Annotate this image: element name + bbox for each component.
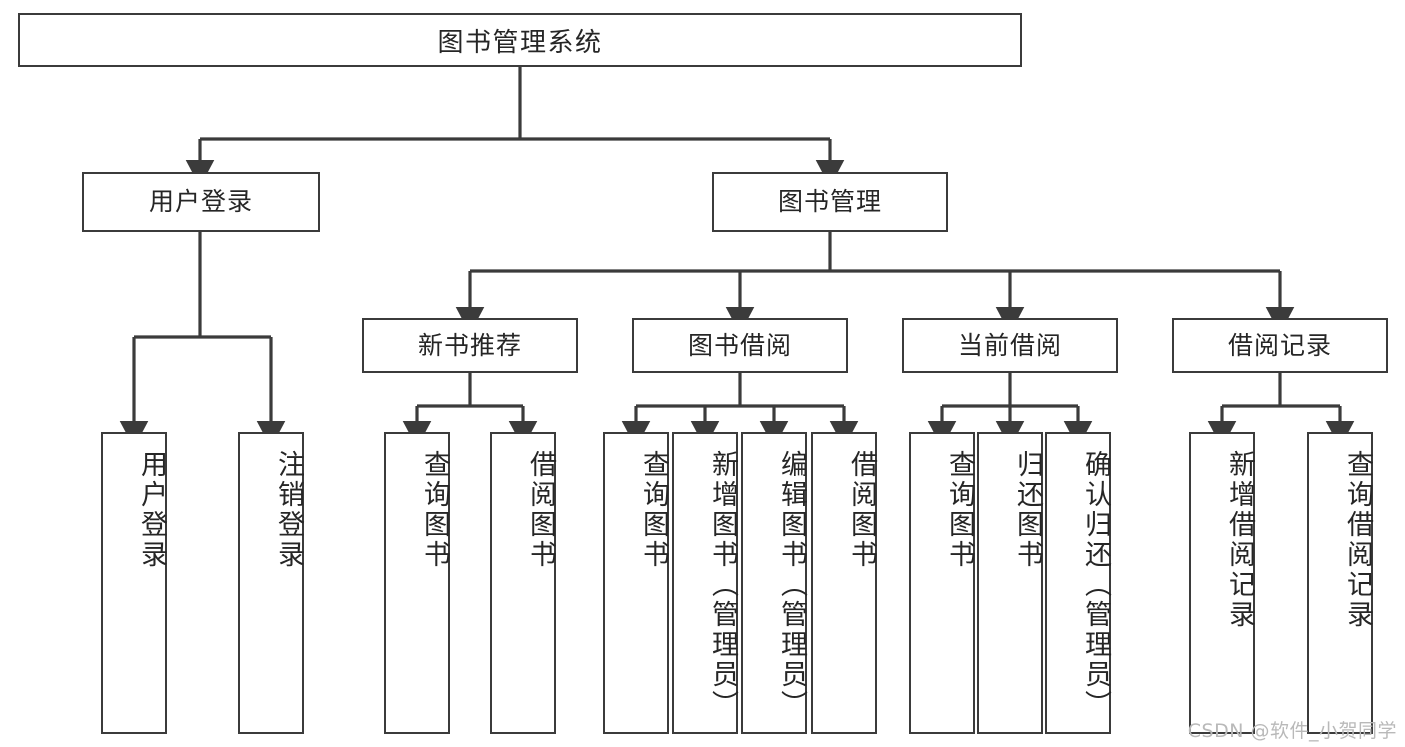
leaf-current-borrow-confirm-return-admin[interactable]: 确认归还（管理员） xyxy=(1045,432,1111,734)
node-user-login[interactable]: 用户登录 xyxy=(82,172,320,232)
leaf-new-book-query-book[interactable]: 查询图书 xyxy=(384,432,450,734)
node-new-book-recommend[interactable]: 新书推荐 xyxy=(362,318,578,373)
leaf-user-login-logout[interactable]: 注销登录 xyxy=(238,432,304,734)
leaf-book-borrow-query-book[interactable]: 查询图书 xyxy=(603,432,669,734)
node-book-management[interactable]: 图书管理 xyxy=(712,172,948,232)
node-borrow-record[interactable]: 借阅记录 xyxy=(1172,318,1388,373)
leaf-borrow-record-query-record[interactable]: 查询借阅记录 xyxy=(1307,432,1373,734)
leaf-book-borrow-add-book-admin[interactable]: 新增图书（管理员） xyxy=(672,432,738,734)
leaf-borrow-record-add-record[interactable]: 新增借阅记录 xyxy=(1189,432,1255,734)
leaf-new-book-borrow-book[interactable]: 借阅图书 xyxy=(490,432,556,734)
leaf-book-borrow-edit-book-admin[interactable]: 编辑图书（管理员） xyxy=(741,432,807,734)
leaf-current-borrow-return-book[interactable]: 归还图书 xyxy=(977,432,1043,734)
node-root-system[interactable]: 图书管理系统 xyxy=(18,13,1022,67)
node-book-borrow[interactable]: 图书借阅 xyxy=(632,318,848,373)
leaf-book-borrow-borrow-book[interactable]: 借阅图书 xyxy=(811,432,877,734)
leaf-user-login-login[interactable]: 用户登录 xyxy=(101,432,167,734)
node-current-borrow[interactable]: 当前借阅 xyxy=(902,318,1118,373)
watermark-text: CSDN @软件_小贺同学 xyxy=(1187,720,1397,742)
leaf-current-borrow-query-book[interactable]: 查询图书 xyxy=(909,432,975,734)
